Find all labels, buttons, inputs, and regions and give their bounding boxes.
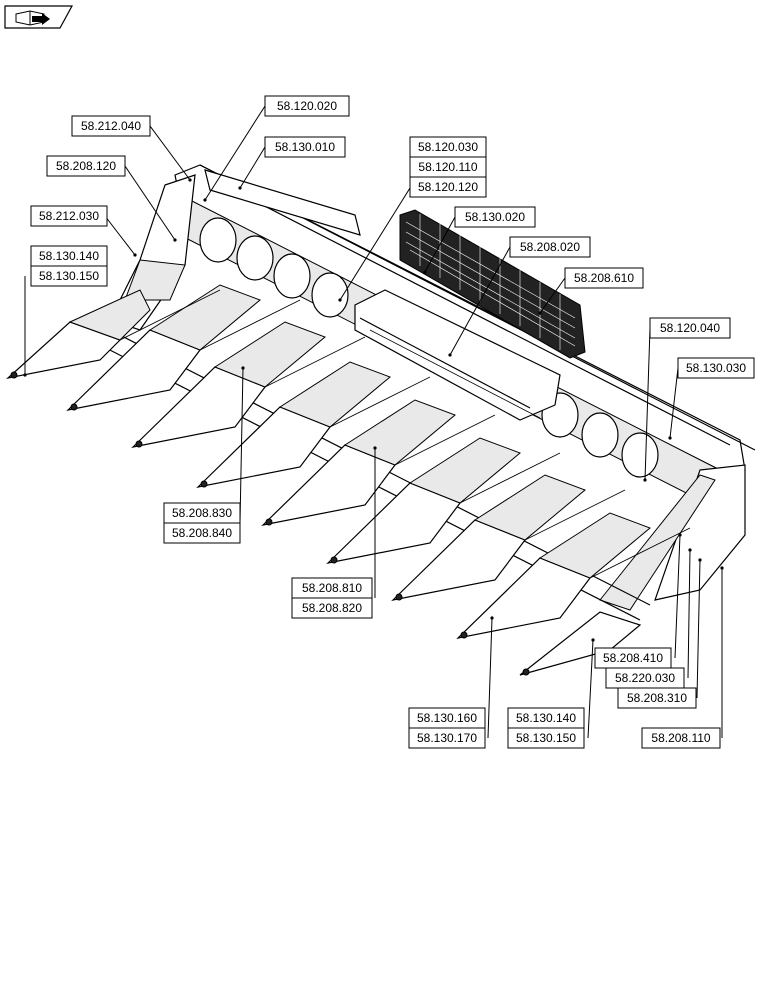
svg-text:58.208.810: 58.208.810 [302, 581, 362, 595]
svg-text:58.208.020: 58.208.020 [520, 240, 580, 254]
leader-lines [23, 105, 724, 739]
svg-text:58.130.140: 58.130.140 [516, 711, 576, 725]
part-label[interactable]: 58.208.410 [594, 647, 672, 669]
part-label[interactable]: 58.212.040 [71, 115, 151, 137]
svg-text:58.120.040: 58.120.040 [660, 321, 720, 335]
part-label[interactable]: 58.208.310 [617, 687, 697, 709]
svg-text:58.212.030: 58.212.030 [39, 209, 99, 223]
part-label[interactable]: 58.208.110 [641, 727, 721, 749]
part-labels: 58.120.020 58.212.040 58.130.010 58.208.… [30, 95, 755, 749]
part-label[interactable]: 58.130.150 [507, 727, 585, 749]
part-label[interactable]: 58.208.840 [163, 522, 241, 544]
part-label[interactable]: 58.130.170 [408, 727, 486, 749]
svg-text:58.130.170: 58.130.170 [417, 731, 477, 745]
svg-text:58.120.110: 58.120.110 [418, 160, 477, 174]
svg-text:58.220.030: 58.220.030 [615, 671, 675, 685]
svg-text:58.208.840: 58.208.840 [172, 526, 232, 540]
part-label[interactable]: 58.120.120 [409, 176, 487, 198]
svg-text:58.208.820: 58.208.820 [302, 601, 362, 615]
svg-text:58.208.830: 58.208.830 [172, 506, 232, 520]
part-label[interactable]: 58.208.020 [509, 236, 591, 258]
part-label[interactable]: 58.120.110 [409, 156, 487, 178]
part-label[interactable]: 58.130.020 [454, 206, 536, 228]
svg-text:58.130.020: 58.130.020 [465, 210, 525, 224]
part-label[interactable]: 58.208.830 [163, 502, 241, 524]
corn-header-drawing [5, 164, 756, 676]
book-arrow-icon[interactable] [4, 5, 74, 29]
part-label[interactable]: 58.208.810 [291, 577, 373, 599]
svg-text:58.208.110: 58.208.110 [651, 731, 710, 745]
svg-text:58.130.010: 58.130.010 [275, 140, 335, 154]
svg-text:58.120.120: 58.120.120 [418, 180, 478, 194]
part-label[interactable]: 58.120.030 [409, 136, 487, 158]
svg-text:58.130.140: 58.130.140 [39, 249, 99, 263]
part-label[interactable]: 58.130.030 [677, 357, 755, 379]
part-label[interactable]: 58.120.040 [649, 317, 731, 339]
part-label[interactable]: 58.130.150 [30, 265, 108, 287]
svg-text:58.130.150: 58.130.150 [516, 731, 576, 745]
svg-text:58.208.610: 58.208.610 [574, 271, 634, 285]
svg-text:58.208.410: 58.208.410 [603, 651, 663, 665]
svg-text:58.212.040: 58.212.040 [81, 119, 141, 133]
svg-text:58.208.310: 58.208.310 [627, 691, 687, 705]
part-label[interactable]: 58.220.030 [605, 667, 685, 689]
part-label[interactable]: 58.130.010 [264, 136, 346, 158]
part-label[interactable]: 58.130.140 [30, 245, 108, 267]
svg-text:58.120.030: 58.120.030 [418, 140, 478, 154]
part-label[interactable]: 58.130.140 [507, 707, 585, 729]
svg-text:58.130.030: 58.130.030 [686, 361, 746, 375]
screen-panel [399, 209, 586, 359]
row-unit-rails [119, 289, 691, 579]
svg-text:58.130.160: 58.130.160 [417, 711, 477, 725]
part-label[interactable]: 58.120.020 [264, 95, 350, 117]
part-label[interactable]: 58.212.030 [30, 205, 108, 227]
part-label[interactable]: 58.130.160 [408, 707, 486, 729]
part-label[interactable]: 58.208.820 [291, 597, 373, 619]
part-label[interactable]: 58.208.120 [46, 155, 126, 177]
svg-text:58.120.020: 58.120.020 [277, 99, 337, 113]
svg-text:58.208.120: 58.208.120 [56, 159, 116, 173]
part-label[interactable]: 58.208.610 [564, 267, 644, 289]
svg-text:58.130.150: 58.130.150 [39, 269, 99, 283]
